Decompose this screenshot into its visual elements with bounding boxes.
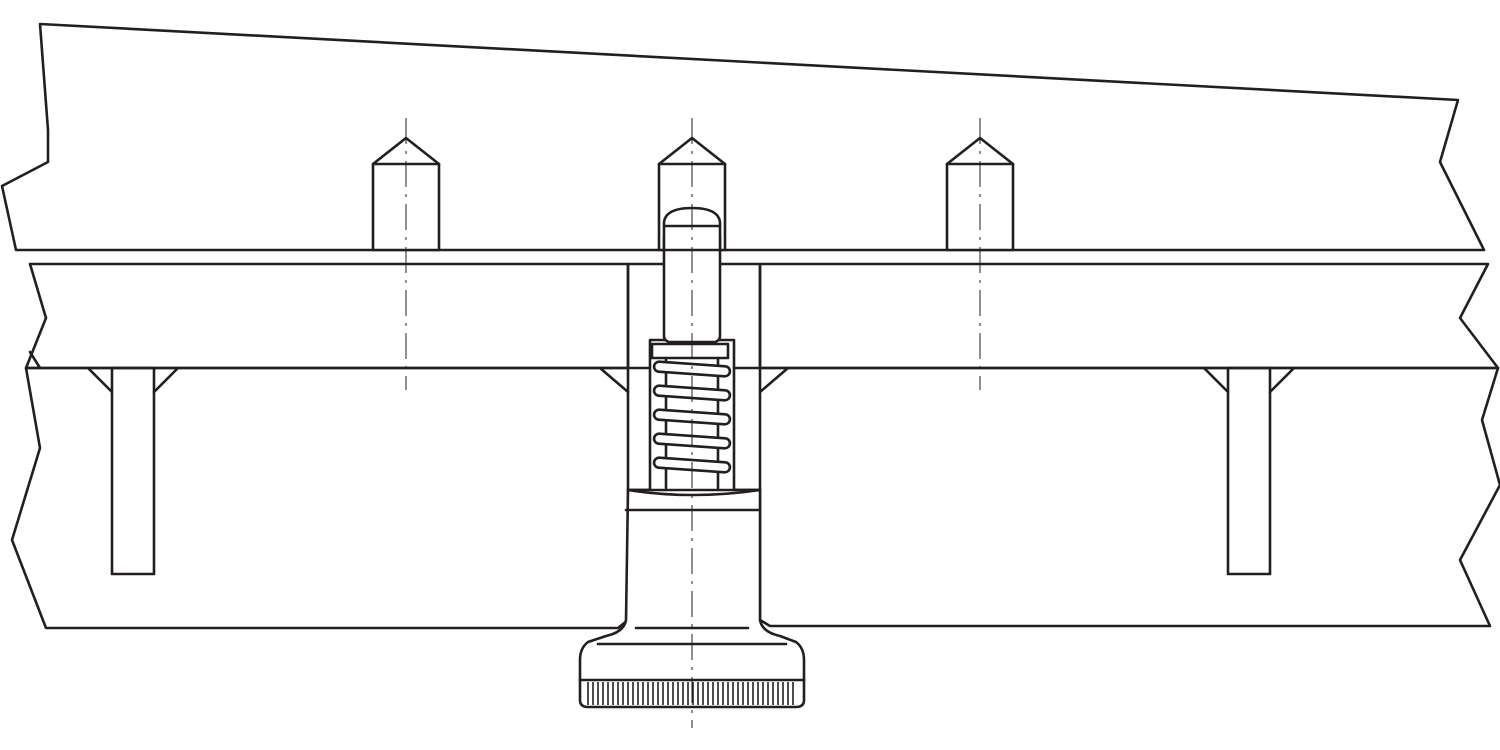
knurl-texture [587, 682, 794, 705]
compression-spring [652, 360, 732, 474]
upper-block [0, 22, 1486, 252]
center-lines [405, 118, 981, 728]
